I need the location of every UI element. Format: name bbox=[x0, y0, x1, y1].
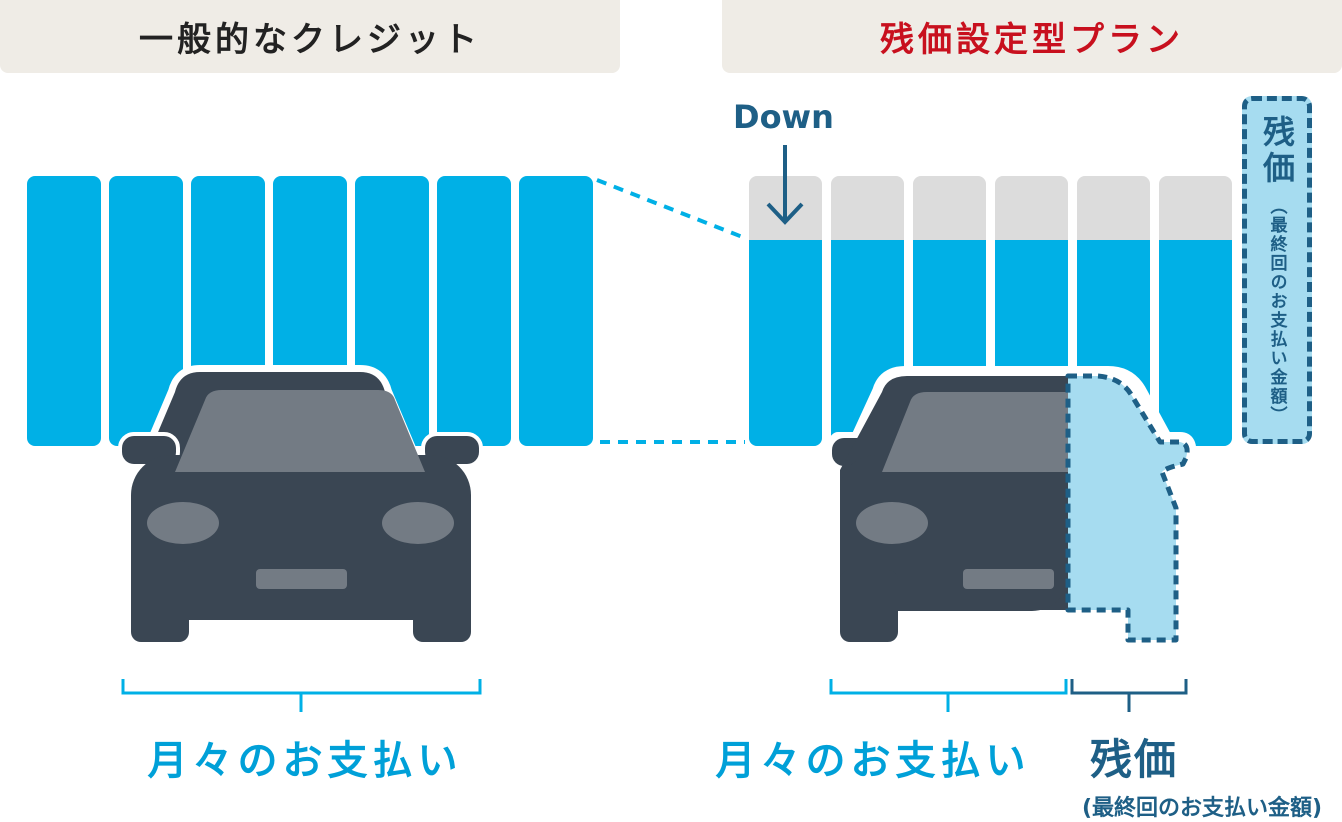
header-residual-plan: 残価設定型プラン bbox=[722, 0, 1342, 73]
right-bar-6-paid-top bbox=[1159, 240, 1232, 260]
left-monthly-bracket bbox=[121, 679, 482, 695]
residual-caption-note: (最終回のお支払い金額) bbox=[1081, 796, 1323, 821]
residual-caption: 残価 bbox=[1089, 735, 1178, 784]
connector-top-line bbox=[596, 178, 746, 240]
residual-box-title: 残価 bbox=[1258, 115, 1296, 187]
left-bar-7 bbox=[519, 176, 593, 446]
left-bar-6 bbox=[437, 176, 511, 446]
left-bar-2 bbox=[109, 176, 183, 446]
left-bar-1 bbox=[27, 176, 101, 446]
right-bar-1-paid-top bbox=[749, 240, 822, 260]
left-monthly-caption: 月々のお支払い bbox=[147, 738, 463, 784]
right-bar-3-paid-top bbox=[913, 240, 986, 260]
right-bar-4-paid-top bbox=[995, 240, 1068, 260]
right-bar-1-paid bbox=[749, 240, 822, 446]
right-bar-6-paid bbox=[1159, 240, 1232, 446]
header-general-credit: 一般的なクレジット bbox=[0, 0, 620, 73]
residual-bracket bbox=[1070, 679, 1188, 695]
right-monthly-bracket bbox=[829, 679, 1068, 695]
residual-car-half bbox=[1065, 373, 1190, 643]
right-monthly-caption: 月々のお支払い bbox=[715, 738, 1031, 784]
residual-value-box: 残価 （最終回のお支払い金額） bbox=[1242, 96, 1312, 444]
residual-box-note: （最終回のお支払い金額） bbox=[1266, 197, 1287, 425]
left-car-icon bbox=[118, 365, 483, 642]
right-bar-2-paid-top bbox=[831, 240, 904, 260]
right-car-icon bbox=[820, 366, 1197, 648]
right-bar-5-paid-top bbox=[1077, 240, 1150, 260]
down-arrow-icon bbox=[766, 145, 804, 225]
down-label: Down bbox=[733, 98, 834, 136]
